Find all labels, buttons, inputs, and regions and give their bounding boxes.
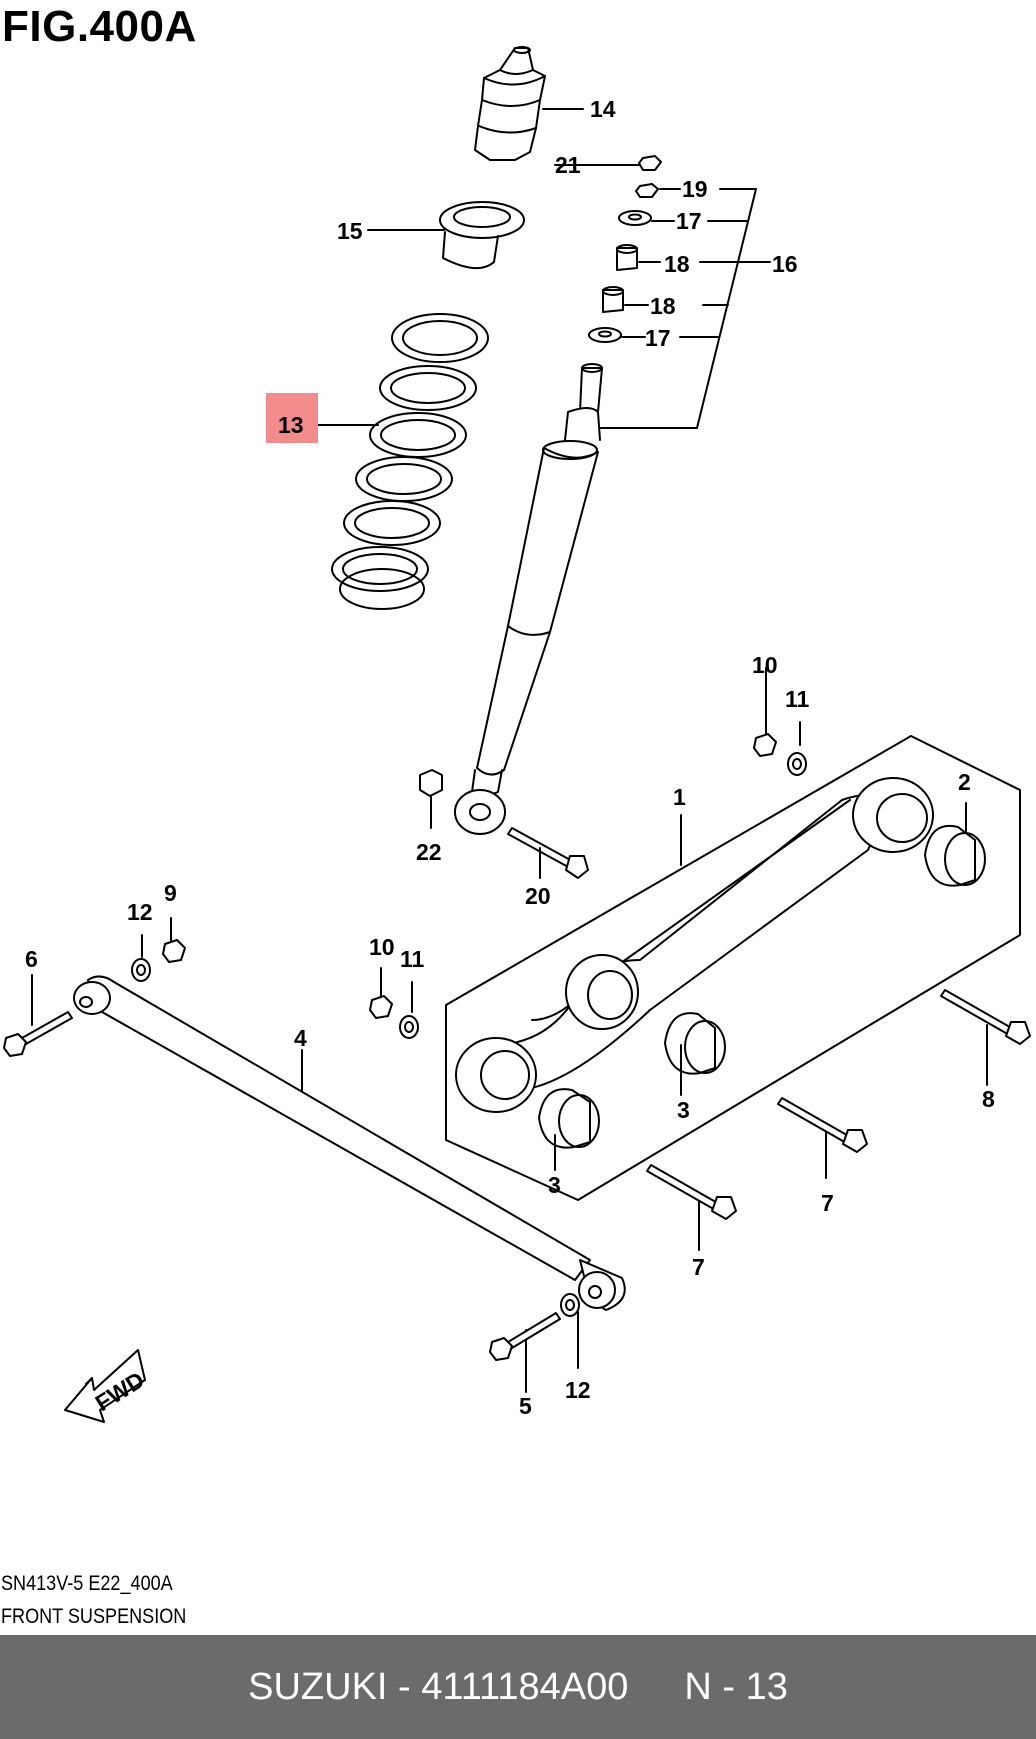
exploded-parts-diagram: 14 15 13 21 19 17 18 16 18 17 10 11 1 2 … — [3, 46, 1031, 1423]
callout-9: 9 — [164, 880, 177, 906]
bushes-part-2-3 — [538, 824, 986, 1149]
callout-14: 14 — [590, 96, 616, 122]
bolts-part-5-6 — [3, 1011, 561, 1361]
callout-3b: 3 — [548, 1172, 561, 1198]
callout-10b: 10 — [369, 934, 395, 960]
figure-title: FIG.400A — [2, 2, 197, 51]
bolt-part-20 — [507, 827, 589, 879]
footer-brand-part: SUZUKI - 4111184A00 — [248, 1665, 629, 1708]
callout-3a: 3 — [677, 1097, 690, 1123]
callout-11b: 11 — [400, 946, 425, 972]
section-name: FRONT SUSPENSION — [1, 1605, 187, 1628]
highlight-box-part-13 — [266, 393, 318, 443]
callout-13: 13 — [278, 412, 304, 438]
callout-17b: 17 — [645, 325, 671, 351]
leaders-link — [31, 667, 988, 1393]
callout-18a: 18 — [664, 251, 690, 277]
callout-15: 15 — [337, 218, 363, 244]
callout-20: 20 — [525, 883, 551, 909]
callout-19: 19 — [682, 176, 708, 202]
bolts-part-7-8 — [646, 989, 1031, 1220]
callout-21: 21 — [555, 152, 581, 178]
drawing-code: SN413V-5 E22_400A — [1, 1572, 173, 1595]
callout-1: 1 — [673, 784, 686, 810]
callout-18b: 18 — [650, 293, 676, 319]
callout-8: 8 — [982, 1086, 995, 1112]
callout-7b: 7 — [692, 1254, 705, 1280]
callout-12b: 12 — [565, 1377, 591, 1403]
leaders-upper-right — [554, 164, 771, 429]
callout-17a: 17 — [676, 208, 702, 234]
footer-bar: SUZUKI - 4111184A00 N - 13 — [0, 1635, 1036, 1739]
callout-2: 2 — [958, 769, 971, 795]
footer-ref: N - 13 — [684, 1665, 788, 1708]
callout-10a: 10 — [752, 652, 778, 678]
callout-22: 22 — [416, 839, 442, 865]
link-frame — [445, 735, 1021, 1201]
callout-5: 5 — [519, 1393, 532, 1419]
lateral-rod-part-4 — [73, 975, 626, 1311]
nut-part-22 — [419, 769, 443, 797]
callout-16: 16 — [772, 251, 798, 277]
callout-6: 6 — [25, 946, 38, 972]
callout-4: 4 — [294, 1025, 307, 1051]
small-parts-upper — [588, 155, 662, 343]
shock-absorber — [454, 363, 603, 835]
callout-7a: 7 — [821, 1190, 834, 1216]
spring-seat-part-15 — [439, 201, 525, 269]
bump-stopper-part-14 — [474, 46, 546, 161]
coil-spring-part-13 — [331, 313, 489, 610]
callout-11a: 11 — [785, 686, 810, 712]
nuts-washers — [131, 733, 807, 1317]
fwd-arrow-icon — [64, 1349, 146, 1423]
upper-link-part-1 — [455, 777, 934, 1113]
callout-12a: 12 — [127, 899, 153, 925]
